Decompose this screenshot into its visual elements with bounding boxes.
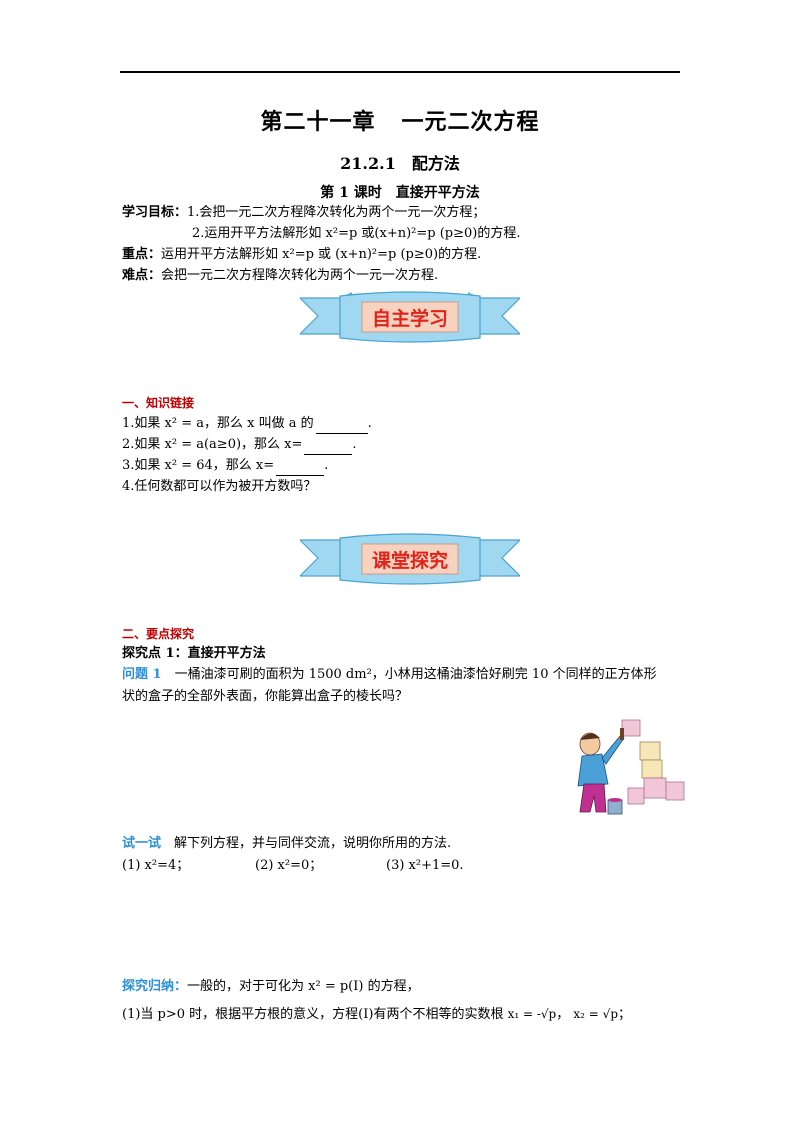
try-label: 试一试: [122, 836, 162, 851]
chapter-name: 一元二次方程: [401, 110, 540, 135]
equation-2: (2) x²=0；: [255, 858, 323, 873]
self-study-label: 自主学习: [372, 307, 448, 330]
answer-blank-3[interactable]: [276, 461, 325, 476]
class-explore-label: 课堂探究: [372, 549, 448, 572]
case-1-end: ；: [618, 1007, 632, 1022]
problem-line-2: 状的盒子的全部外表面，你能算出盒子的棱长吗？: [122, 689, 409, 704]
difficulty-label: 难点：: [122, 268, 162, 283]
question-3-text: 3.如果 x² = 64，那么 x=: [122, 458, 275, 473]
goal-1: 1.会把一元二次方程降次转化为两个一元一次方程；: [187, 205, 486, 220]
top-rule: [120, 71, 680, 73]
section-title: 21.2.1 配方法: [340, 154, 460, 173]
case-1-text: (1)当 p>0 时，根据平方根的意义，方程(I)有两个不相等的实数根: [122, 1007, 504, 1022]
key-label: 重点：: [122, 247, 162, 262]
root-1: x₁ = -√p: [507, 1007, 557, 1021]
problem-1: 问题 1 一桶油漆可刷的面积为 1500 dm²，小林用这桶油漆恰好刷完 10 …: [122, 665, 657, 685]
difficulty-text: 会把一元二次方程降次转化为两个一元一次方程.: [161, 268, 439, 283]
lesson-title: 第 1 课时 直接开平方法: [320, 185, 480, 201]
painter-illustration: [577, 719, 685, 815]
answer-blank-1[interactable]: [315, 419, 368, 434]
chapter-number: 第二十一章: [260, 110, 376, 135]
answer-blank-2[interactable]: [304, 440, 353, 455]
key-text: 运用开平方法解形如 x²=p 或 (x+n)²=p (p≥0)的方程.: [161, 247, 482, 262]
difficulty: 难点：会把一元二次方程降次转化为两个一元一次方程.: [122, 266, 438, 286]
case-1: (1)当 p>0 时，根据平方根的意义，方程(I)有两个不相等的实数根 x₁ =…: [122, 1004, 631, 1025]
problem-label: 问题 1: [122, 667, 162, 682]
problem-line-1: 一桶油漆可刷的面积为 1500 dm²，小林用这桶油漆恰好刷完 10 个同样的正…: [161, 667, 657, 682]
goal-line-1: 学习目标：1.会把一元二次方程降次转化为两个一元一次方程；: [122, 203, 485, 223]
key-point: 重点：运用开平方法解形如 x²=p 或 (x+n)²=p (p≥0)的方程.: [122, 245, 481, 265]
equation-3: (3) x²+1=0.: [386, 858, 464, 873]
question-1: 1.如果 x² = a，那么 x 叫做 a 的.: [122, 414, 372, 434]
part1-heading: 一、知识链接: [122, 396, 195, 410]
question-2-text: 2.如果 x² = a(a≥0)，那么 x=: [122, 437, 303, 452]
class-explore-banner: 课堂探究: [300, 533, 520, 585]
part2-heading: 二、要点探究: [122, 627, 195, 641]
goal-2: 2.运用开平方法解形如 x²=p 或(x+n)²=p (p≥0)的方程.: [192, 226, 521, 241]
chapter-title: 第二十一章一元二次方程: [0, 104, 800, 136]
question-3: 3.如果 x² = 64，那么 x=.: [122, 456, 328, 476]
try-text: 解下列方程，并与同伴交流，说明你所用的方法.: [161, 836, 452, 851]
equation-1: (1) x²=4；: [122, 858, 190, 873]
summary-text: 一般的，对于可化为 x² = p(I) 的方程，: [187, 979, 420, 994]
root-2: x₂ = √p: [573, 1007, 618, 1021]
explore-point-1: 探究点 1：直接开平方法: [122, 646, 266, 661]
goal-label: 学习目标：: [122, 205, 188, 220]
summary: 探究归纳：一般的，对于可化为 x² = p(I) 的方程，: [122, 977, 420, 997]
root-separator: ，: [556, 1007, 570, 1022]
try-it: 试一试 解下列方程，并与同伴交流，说明你所用的方法.: [122, 834, 451, 854]
question-1-text: 1.如果 x² = a，那么 x 叫做 a 的: [122, 416, 314, 431]
summary-label: 探究归纳：: [122, 979, 188, 994]
question-4: 4.任何数都可以作为被开方数吗？: [122, 479, 317, 494]
self-study-banner: 自主学习: [300, 291, 520, 343]
question-2: 2.如果 x² = a(a≥0)，那么 x=.: [122, 435, 357, 455]
